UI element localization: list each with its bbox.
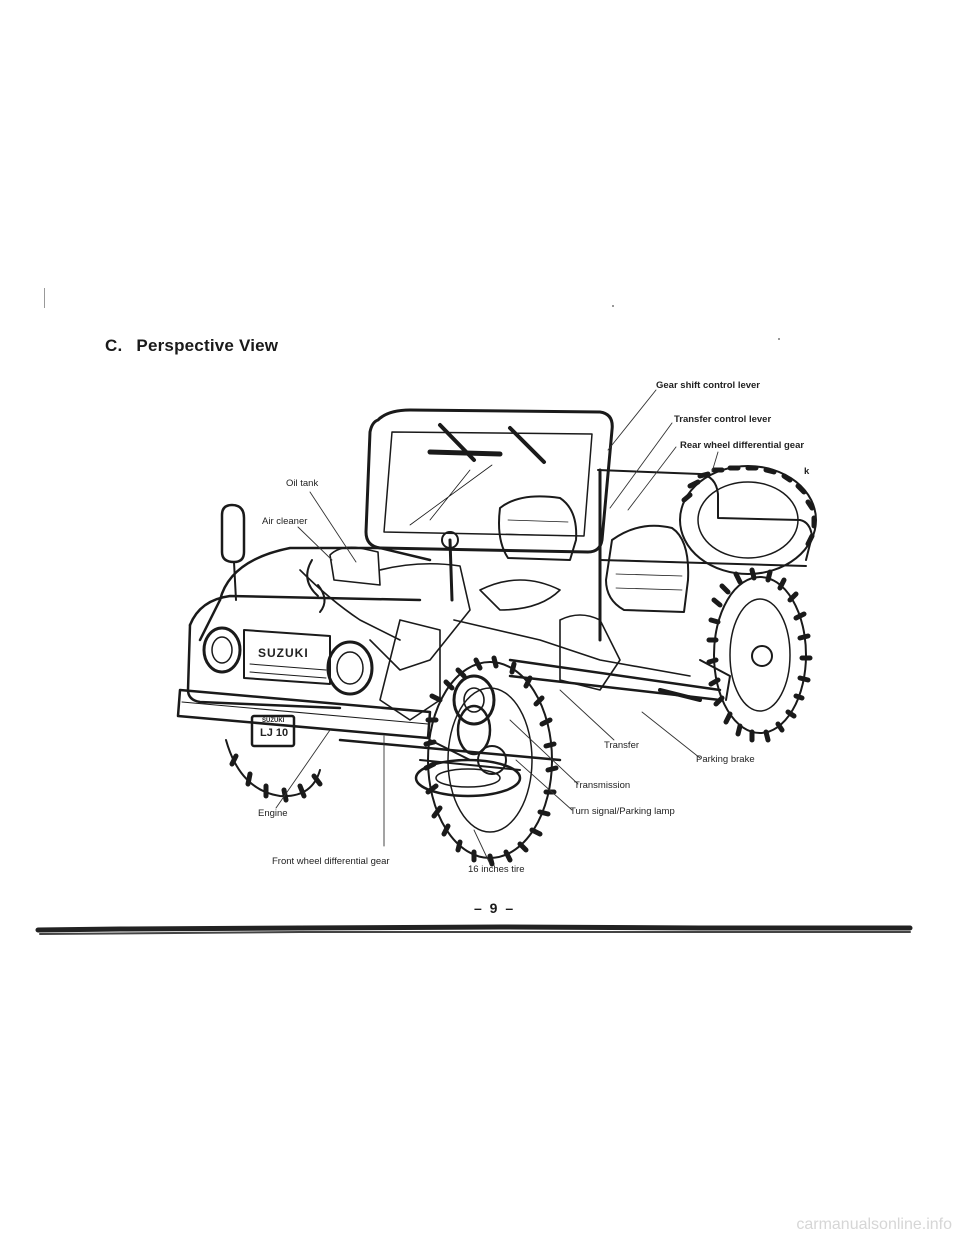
engine-assembly [299,531,731,771]
section-heading: C. Perspective View [105,336,278,356]
page-number: – 9 – [474,900,516,916]
label-16-inch-tire: 16 inches tire [468,864,525,875]
windshield [364,408,614,554]
label-fragment-k: k [804,466,810,477]
plate-brand: SUZUKI [262,718,285,724]
scan-speck [612,305,614,307]
front-body [176,503,522,798]
label-turn-signal: Turn signal/Parking lamp [570,806,675,817]
plate-model: LJ 10 [260,727,289,739]
grille-badge: SUZUKI [258,646,309,660]
label-transfer: Transfer [604,740,640,751]
rear-body [498,468,813,642]
label-transmission: Transmission [574,780,631,791]
section-title: Perspective View [136,336,279,355]
label-air-cleaner: Air cleaner [262,516,308,527]
label-transfer-control-lever: Transfer control lever [674,414,772,425]
rear-wheel [706,567,813,743]
spare-tire [679,465,817,575]
label-rear-differential: Rear wheel differential gear [680,440,805,451]
watermark: carmanualsonline.info [796,1216,952,1233]
scan-speck [778,338,780,340]
page-bottom-rule [35,924,913,933]
scan-speck [44,288,45,308]
section-letter: C. [105,336,123,355]
label-gear-shift-lever: Gear shift control lever [656,380,761,391]
label-parking-brake: Parking brake [696,754,755,765]
label-oil-tank: Oil tank [286,478,319,489]
label-engine: Engine [258,808,288,819]
label-front-differential: Front wheel differential gear [272,856,390,867]
leader-lines [275,389,719,865]
left-front-wheel [225,739,323,803]
